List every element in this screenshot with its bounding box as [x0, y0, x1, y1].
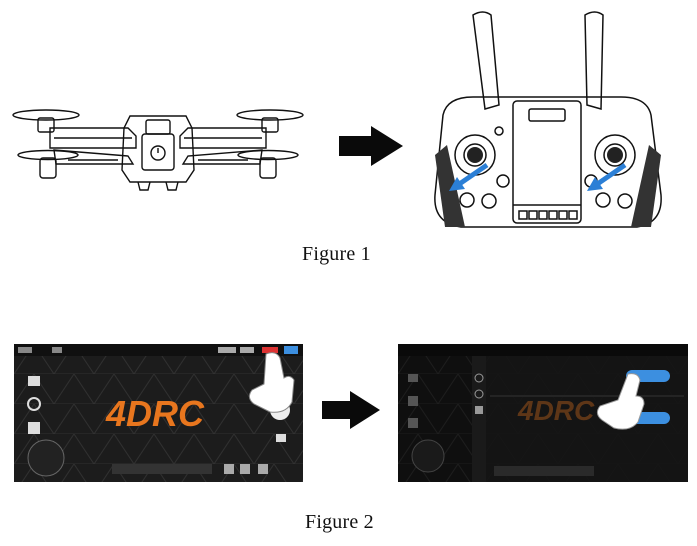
figure1-caption: Figure 1 [302, 243, 371, 265]
video-icon[interactable] [276, 434, 286, 442]
brand-logo-dim: 4DRC [517, 395, 595, 426]
figure2-caption: Figure 2 [305, 511, 374, 533]
settings-icon[interactable] [284, 346, 298, 354]
app-screen-settings: 4DRC [398, 344, 688, 482]
remote-controller-illustration [434, 11, 662, 228]
arrow-right-icon [339, 126, 403, 166]
pointing-hand-icon [248, 352, 295, 413]
takeoff-icon[interactable] [28, 376, 40, 386]
arrow-right-icon-2 [322, 391, 380, 429]
record-indicator [262, 347, 278, 353]
app-screen-main: 4DRC [14, 344, 303, 482]
brand-logo: 4DRC [105, 393, 205, 434]
landing-icon[interactable] [27, 397, 41, 411]
back-icon[interactable] [18, 347, 32, 353]
gallery-icon[interactable] [52, 347, 62, 353]
signal-icon [218, 347, 236, 353]
battery-icon [240, 347, 254, 353]
drone-illustration [12, 109, 304, 191]
pointing-hand-icon-2 [596, 373, 645, 430]
lock-icon[interactable] [28, 422, 40, 434]
